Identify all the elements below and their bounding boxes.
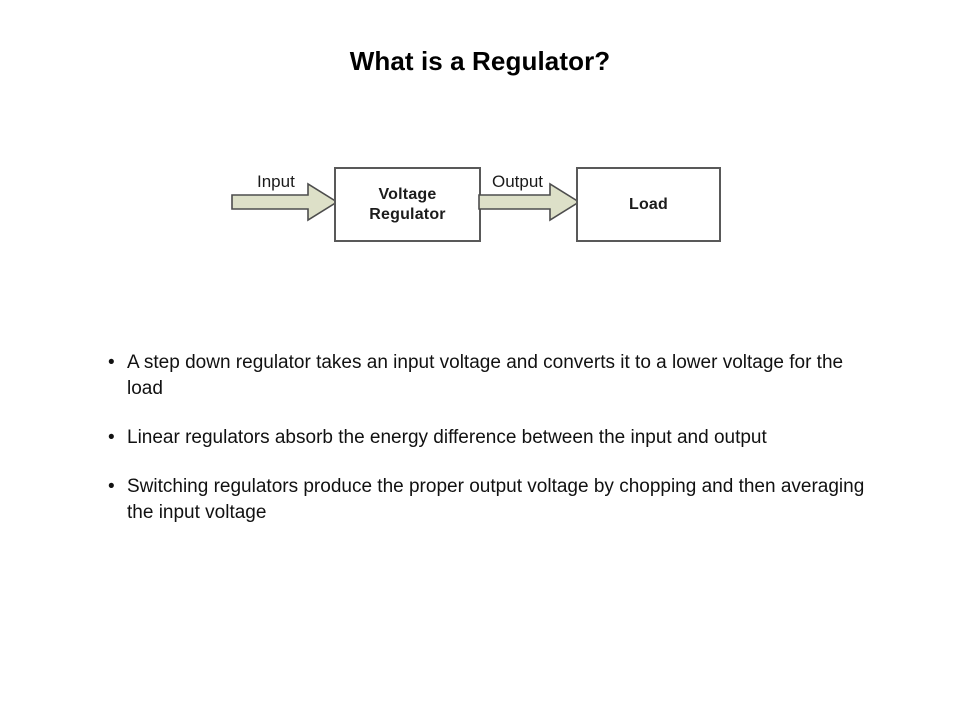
diagram-block-load-text: Load [628, 195, 669, 213]
diagram-block-voltage-regulator-text: Voltage Regulator [369, 185, 445, 225]
page-title: What is a Regulator? [349, 46, 611, 76]
bullet-marker-icon: • [108, 476, 115, 497]
input-arrow-icon [231, 182, 339, 222]
diagram-block-voltage-regulator-line1: Voltage [378, 185, 437, 203]
voltage-regulator-block-diagram: Input Voltage Regulator Output Load [0, 0, 960, 300]
bullet-marker-icon: • [108, 352, 115, 373]
list-item-text: Switching regulators produce the proper … [127, 476, 865, 523]
list-item: • Switching regulators produce the prope… [104, 474, 874, 526]
output-arrow-icon [478, 182, 581, 222]
list-item-text: Linear regulators absorb the energy diff… [127, 427, 767, 448]
diagram-block-voltage-regulator-line2: Regulator [369, 205, 446, 223]
diagram-block-load: Load [576, 167, 721, 242]
diagram-label-output: Output [492, 172, 544, 191]
list-item: • Linear regulators absorb the energy di… [104, 425, 874, 451]
diagram-label-input: Input [257, 172, 295, 191]
list-item-text: A step down regulator takes an input vol… [127, 352, 844, 399]
diagram-block-voltage-regulator: Voltage Regulator [334, 167, 481, 242]
list-item: • A step down regulator takes an input v… [104, 350, 874, 402]
bullet-list: • A step down regulator takes an input v… [104, 350, 874, 526]
bullet-marker-icon: • [108, 427, 115, 448]
